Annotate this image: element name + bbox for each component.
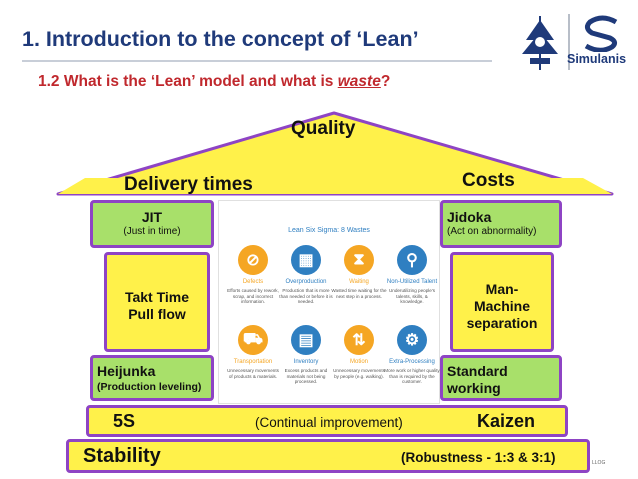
waste-description: Excess products and materials not being … xyxy=(284,368,328,385)
waste-description: Unnecessary movements of products & mate… xyxy=(227,368,279,379)
waste-description: Wasted time waiting for the next step in… xyxy=(331,288,387,299)
heijunka-title: Heijunka xyxy=(97,363,156,379)
waste-4-icon: ⚲ xyxy=(397,245,427,275)
waste-name: Waiting xyxy=(349,279,369,285)
pull-flow-label: Pull flow xyxy=(128,306,186,322)
roof-delivery-label: Delivery times xyxy=(124,174,253,195)
slide-title: 1. Introduction to the concept of ‘Lean’ xyxy=(22,27,419,51)
waste-name: Defects xyxy=(242,279,264,285)
jidoka-title: Jidoka xyxy=(447,209,492,225)
five-s-kaizen-bar: 5S (Continual improvement) Kaizen xyxy=(86,405,568,437)
man-label: Man- xyxy=(485,281,519,297)
subtitle-prefix: 1.2 What is the ‘Lean’ model and what is xyxy=(38,73,338,90)
five-s-label: 5S xyxy=(113,411,136,431)
machine-label: Machine xyxy=(473,298,530,314)
roof-costs-label: Costs xyxy=(462,170,515,191)
waste-name: Inventory xyxy=(293,359,319,365)
waste-description: Underutilizing people's talents, skills,… xyxy=(388,288,436,305)
waste-8-icon: ⚙ xyxy=(397,325,427,355)
waste-name: Transportation xyxy=(233,359,273,365)
working-label: working xyxy=(447,380,501,396)
jidoka-subtitle: (Act on abnormality) xyxy=(447,226,537,237)
waste-name: Motion xyxy=(349,359,368,365)
jit-title: JIT xyxy=(141,209,163,225)
waste-description: Efforts caused by rework, scrap, and inc… xyxy=(227,288,279,305)
pillar-jidoka-box: Jidoka (Act on abnormality) xyxy=(440,200,562,248)
title-divider xyxy=(22,60,492,62)
waste-name: Non-Utilized Talent xyxy=(386,279,438,285)
continual-improvement-label: (Continual improvement) xyxy=(255,415,403,430)
kaizen-label: Kaizen xyxy=(477,411,536,431)
logo-divider xyxy=(568,14,570,70)
waste-2-icon: ▦ xyxy=(291,245,321,275)
waste-7-icon: ⇅ xyxy=(344,325,374,355)
separation-label: separation xyxy=(466,315,538,331)
simulanis-logo-text: Simulanis xyxy=(567,52,627,66)
waste-5-icon: ⛟ xyxy=(238,325,268,355)
waste-description: More work or higher quality than is requ… xyxy=(384,368,440,385)
waste-1-icon: ⊘ xyxy=(238,245,268,275)
roof-quality-label: Quality xyxy=(291,118,356,139)
corner-watermark: LLOG xyxy=(592,460,606,466)
jit-subtitle: (Just in time) xyxy=(123,226,181,237)
waste-description: Production that is more than needed or b… xyxy=(279,288,333,305)
subtitle-emphasis: waste xyxy=(337,73,381,90)
simulanis-logo-icon xyxy=(584,15,618,52)
pillar-takt-box: Takt Time Pull flow xyxy=(104,252,210,352)
heijunka-subtitle: (Production leveling) xyxy=(97,381,202,393)
waste-name: Extra-Processing xyxy=(389,359,435,365)
robustness-label: (Robustness - 1:3 & 3:1) xyxy=(401,450,556,465)
pillar-standard-working-box: Standard working xyxy=(440,355,562,401)
stability-bar: Stability (Robustness - 1:3 & 3:1) xyxy=(66,439,590,473)
waste-6-icon: ▤ xyxy=(291,325,321,355)
waste-description: Unnecessary movements by people (e.g. wa… xyxy=(333,368,385,379)
slide-subtitle: 1.2 What is the ‘Lean’ model and what is… xyxy=(38,73,390,91)
emblem-logo-icon xyxy=(522,16,558,70)
subtitle-suffix: ? xyxy=(380,73,391,90)
wastes-panel-title: Lean Six Sigma: 8 Wastes xyxy=(288,227,370,234)
standard-label: Standard xyxy=(447,363,508,379)
waste-3-icon: ⧗ xyxy=(344,245,374,275)
pillar-man-machine-box: Man- Machine separation xyxy=(450,252,554,352)
takt-time-label: Takt Time xyxy=(124,289,190,305)
stability-label: Stability xyxy=(83,445,161,467)
waste-name: Overproduction xyxy=(285,279,327,285)
pillar-heijunka-box: Heijunka (Production leveling) xyxy=(90,355,214,401)
pillar-jit-box: JIT (Just in time) xyxy=(90,200,214,248)
